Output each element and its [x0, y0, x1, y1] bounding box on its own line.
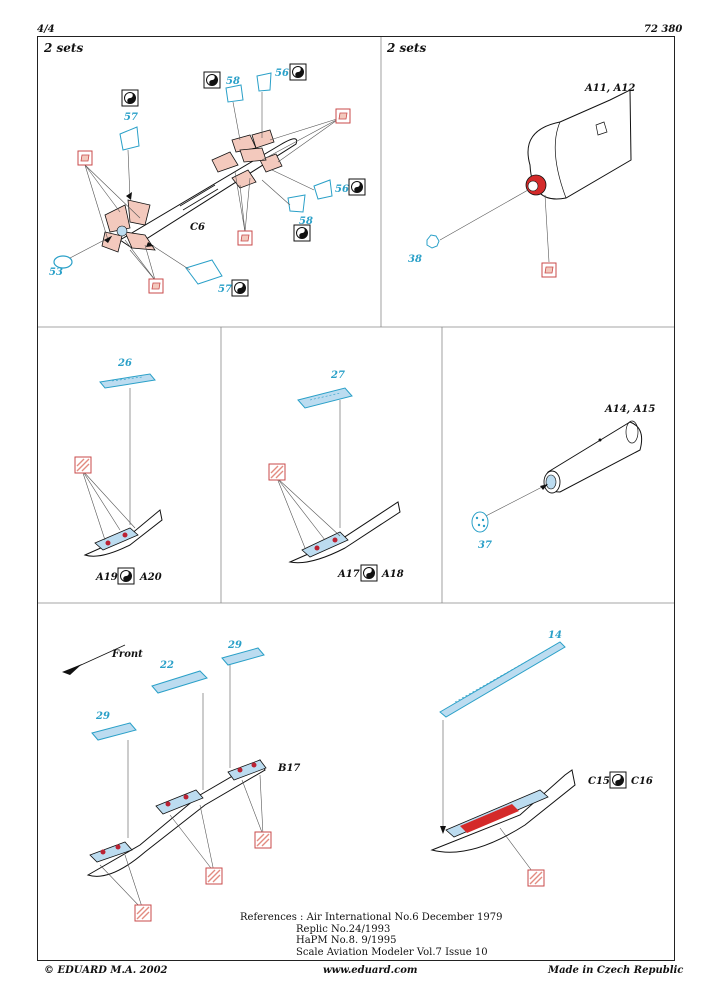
bend-instruction-icon: [77, 150, 93, 166]
part-label-c15: C15: [588, 776, 610, 787]
origin: Made in Czech Republic: [548, 965, 684, 976]
bend-instruction-icon: [148, 278, 164, 294]
pylon-b17-drawing: [62, 644, 267, 911]
part-label-b17: B17: [277, 763, 300, 774]
part-number: 26: [117, 358, 132, 369]
reference-line: Scale Aviation Modeler Vol.7 Issue 10: [296, 946, 488, 958]
part-label-a17: A17: [337, 569, 360, 580]
part-label-a19: A19: [95, 572, 118, 583]
part-number: 58: [226, 76, 240, 87]
part-label-c16: C16: [631, 776, 653, 787]
yin-yang-icon: [203, 71, 221, 89]
yin-yang-icon: [121, 89, 139, 107]
part-label-c6: C6: [190, 222, 205, 233]
website-link[interactable]: www.eduard.com: [323, 965, 418, 976]
part-label-a14-a15: A14, A15: [604, 404, 655, 415]
hatched-part-icon: [205, 867, 223, 885]
bend-instruction-icon: [335, 108, 351, 124]
yin-yang-icon: [289, 63, 307, 81]
hatched-part-icon: [527, 869, 545, 887]
yin-yang-icon: [609, 771, 627, 789]
rear-fuselage-drawing: [426, 89, 632, 263]
part-number: 57: [218, 284, 232, 295]
references: References : Air International No.6 Dece…: [240, 912, 502, 958]
yin-yang-icon: [293, 224, 311, 242]
yin-yang-icon: [117, 567, 135, 585]
yin-yang-icon: [348, 178, 366, 196]
part-label-a11-a12: A11, A12: [584, 83, 635, 94]
missile-c6-drawing: [53, 72, 341, 285]
yin-yang-icon: [231, 279, 249, 297]
part-number: 57: [124, 112, 138, 123]
hatched-part-icon: [74, 456, 92, 474]
reference-line: Replic No.24/1993: [296, 923, 391, 935]
pylon-a17-drawing: [276, 387, 401, 564]
part-number: 29: [227, 640, 242, 651]
yin-yang-icon: [360, 564, 378, 582]
part-number: 56: [335, 184, 349, 195]
reference-line: References : Air International No.6 Dece…: [240, 912, 503, 923]
part-number: 38: [408, 254, 422, 265]
pylon-a19-drawing: [81, 373, 163, 557]
part-number: 14: [548, 630, 562, 641]
part-number: 27: [330, 370, 345, 381]
reference-line: HaPM No.8. 9/1995: [296, 935, 397, 946]
hatched-part-icon: [134, 904, 152, 922]
page-number: 4/4: [37, 24, 55, 35]
part-number: 56: [275, 68, 289, 79]
nozzle-a14-drawing: [471, 420, 643, 533]
part-number: 53: [49, 267, 63, 278]
copyright: © EDUARD M.A. 2002: [44, 965, 168, 976]
part-label-a20: A20: [139, 572, 162, 583]
front-label: Front: [111, 649, 143, 660]
sets-label: 2 sets: [43, 41, 83, 55]
rail-c15-drawing: [430, 641, 576, 876]
part-number: 58: [299, 216, 313, 227]
instruction-sheet-frame: [37, 36, 675, 961]
bend-instruction-icon: [237, 230, 253, 246]
part-number: 37: [478, 540, 492, 551]
hatched-part-icon: [268, 463, 286, 481]
part-number: 22: [159, 660, 174, 671]
bend-instruction-icon: [541, 262, 557, 278]
sets-label: 2 sets: [386, 41, 426, 55]
part-label-a18: A18: [381, 569, 404, 580]
part-number: 29: [95, 711, 110, 722]
product-code: 72 380: [644, 24, 683, 35]
hatched-part-icon: [254, 831, 272, 849]
